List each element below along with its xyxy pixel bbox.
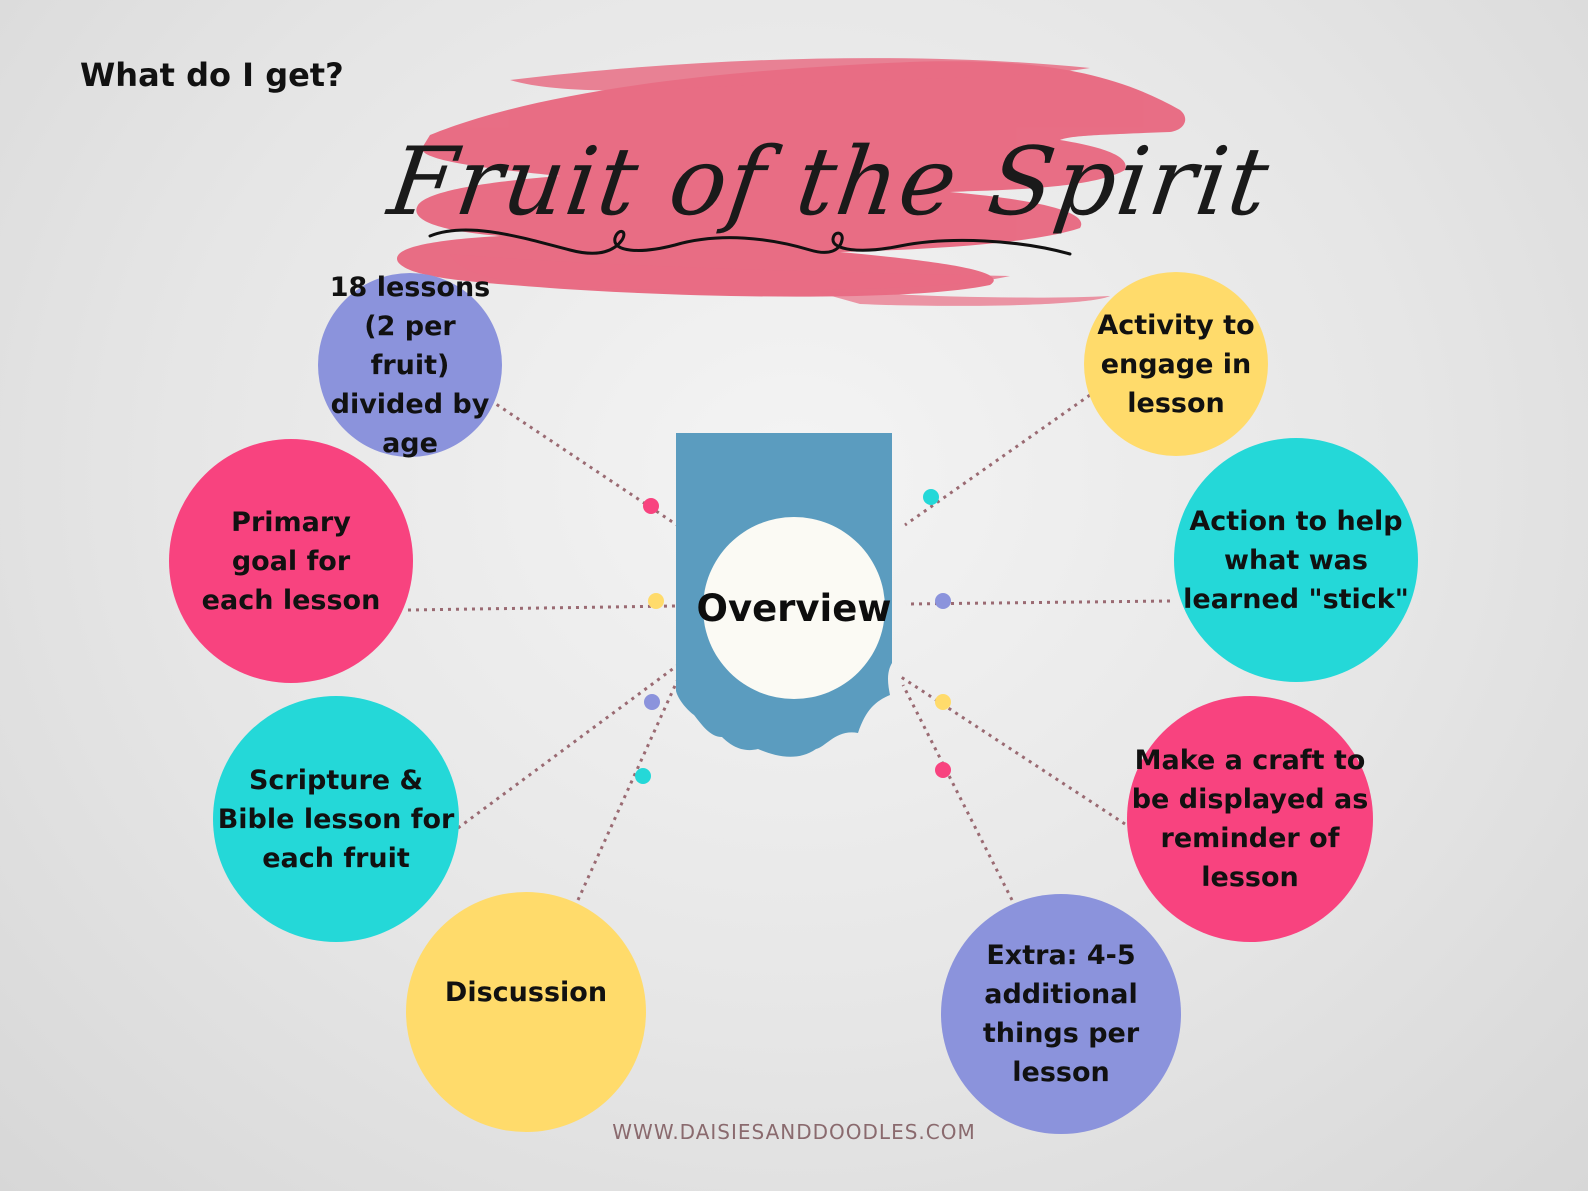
bubble-label: Action to help what was learned "stick" (1183, 505, 1409, 615)
website-footer: WWW.DAISIESANDDOODLES.COM (612, 1120, 976, 1144)
overview-center-circle: Overview (697, 517, 892, 699)
connector-line-4 (576, 667, 685, 901)
overview-label: Overview (696, 586, 892, 630)
bubble-label: Scripture & Bible lesson for each fruit (217, 764, 455, 874)
bubble-action-stick: Action to help what was learned "stick" (1174, 438, 1418, 682)
connector-dot-6 (935, 593, 951, 609)
bubble-lessons-by-age: 18 lessons (2 per fruit) divided by age (318, 272, 502, 459)
connector-line-7 (897, 673, 1126, 826)
question-heading: What do I get? (80, 56, 344, 94)
title-banner: Fruit of the Spirit (382, 40, 1277, 310)
connector-dot-5 (923, 489, 939, 505)
title-swirl-underline (428, 228, 1072, 256)
bubble-label: Extra: 4-5 additional things per lesson (982, 940, 1140, 1088)
connector-line-1 (489, 398, 678, 527)
connector-dot-8 (935, 762, 951, 778)
bubble-label: Discussion (444, 976, 608, 1008)
connector-dot-3 (644, 694, 660, 710)
connector-dot-4 (635, 768, 651, 784)
bubble-extra: Extra: 4-5 additional things per lesson (941, 894, 1181, 1134)
connector-dot-1 (643, 498, 659, 514)
bubble-discussion: Discussion (406, 892, 646, 1132)
bubble-label: Activity to engage in lesson (1097, 309, 1255, 419)
connector-dot-7 (935, 694, 951, 710)
bubble-label: Primary goal for each lesson (201, 506, 381, 616)
connector-line-5 (904, 393, 1091, 527)
bubble-activity: Activity to engage in lesson (1084, 272, 1268, 456)
bubble-primary-goal: Primary goal for each lesson (169, 439, 413, 683)
connector-line-3 (457, 663, 679, 830)
bubble-scripture-lesson: Scripture & Bible lesson for each fruit (213, 696, 459, 942)
bubble-label: Make a craft to be displayed as reminder… (1131, 745, 1369, 893)
connector-dot-2 (648, 593, 664, 609)
bubble-label: 18 lessons (2 per fruit) divided by age (329, 271, 491, 459)
bubble-craft: Make a craft to be displayed as reminder… (1127, 696, 1373, 942)
connector-line-2 (407, 604, 677, 612)
paint-brush-stroke (396, 58, 1186, 306)
connector-line-8 (901, 684, 1014, 901)
